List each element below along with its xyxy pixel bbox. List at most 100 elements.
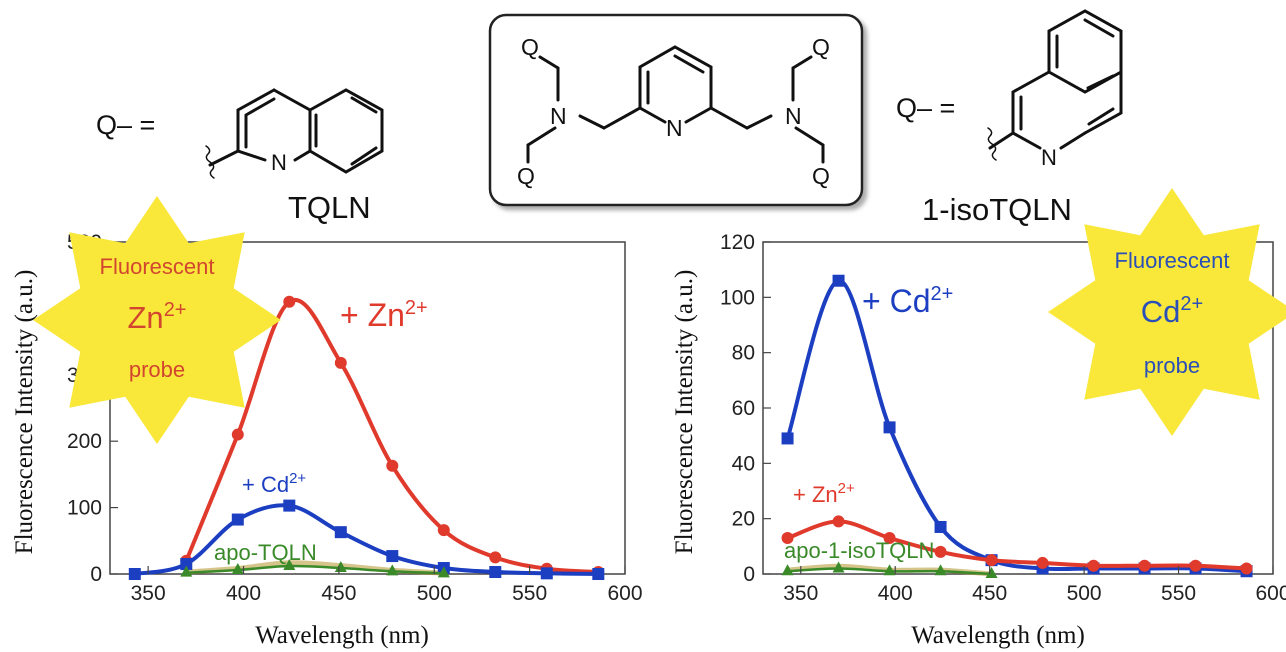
chart-isotqln-xtick-label: 450 <box>972 582 1007 605</box>
chart-tqln-ytick-label: 0 <box>90 563 102 586</box>
chart-isotqln-ytick-label: 60 <box>732 397 755 420</box>
chart-isotqln-annot-cd-charge: 2+ <box>930 283 953 305</box>
chart-tqln-annot-cd-text: + Cd <box>242 472 289 497</box>
cd-probe-star <box>1048 188 1286 436</box>
cd-probe-ion: Cd2+ <box>1141 293 1203 329</box>
left-q-label: Q– = <box>96 110 155 140</box>
chart-isotqln-xtick-label: 550 <box>1161 582 1196 605</box>
ligand-pyridine-n: N <box>666 115 683 141</box>
chart-tqln-annot-apo: apo-TQLN <box>214 540 317 565</box>
ligand-amine-n-left: N <box>550 103 567 129</box>
chart-isotqln-ytick-label: 120 <box>720 231 755 254</box>
chart-isotqln-series-apo-1-isotqln-point <box>883 564 896 576</box>
chart-isotqln-series-apo-1-isotqln-point <box>832 561 845 573</box>
right-ligand-name: 1-isoTQLN <box>922 192 1072 227</box>
chart-tqln-series-apo-tqln-point <box>283 559 296 571</box>
ligand-q-top-right: Q <box>812 34 830 60</box>
chart-tqln-series-cd-point <box>386 550 399 563</box>
chart-tqln-series-cd-line <box>134 503 599 576</box>
chart-tqln-series-cd-point <box>283 499 296 512</box>
chart-tqln-series-apo-tqln-point <box>386 564 399 576</box>
chart-isotqln-series-cd-point <box>934 520 947 533</box>
chart-tqln-series-apo-tqln-point <box>437 566 450 578</box>
quinoline-structure <box>205 88 384 179</box>
right-q-definition: Q– = N 1-isoTQLN <box>896 9 1123 227</box>
zn-probe-line1: Fluorescent <box>100 254 215 279</box>
chart-tqln-ytick-label: 200 <box>67 430 102 453</box>
chart-isotqln-xtick-label: 350 <box>783 582 818 605</box>
chart-isotqln-ytick-label: 0 <box>743 563 755 586</box>
chart-isotqln-xtick-label: 400 <box>878 582 913 605</box>
chart-tqln-xtick-label: 550 <box>512 582 547 605</box>
chart-isotqln-annot-cd-text: + Cd <box>862 283 930 319</box>
chart-isotqln-series-zn-point <box>1036 556 1049 569</box>
chart-isotqln-ytick-label: 100 <box>720 286 755 309</box>
chart-isotqln-series-zn-point <box>832 515 845 528</box>
chart-isotqln-series-zn-point <box>1138 559 1151 572</box>
chart-tqln-series-zn-point <box>386 459 399 472</box>
cd-probe-ion-symbol: Cd <box>1141 294 1181 329</box>
cd-probe-ion-charge: 2+ <box>1180 293 1203 315</box>
isoquinoline-n-label: N <box>1041 145 1057 170</box>
chart-isotqln-series-cd-point <box>832 274 845 287</box>
right-q-label: Q– = <box>896 93 955 123</box>
chart-tqln-annot-cd-charge: 2+ <box>289 470 306 487</box>
chart-tqln-annot-zn-charge: 2+ <box>405 297 428 319</box>
chart-isotqln-annot-cd: + Cd2+ <box>862 283 953 319</box>
chart-tqln-ytick-label: 100 <box>67 497 102 520</box>
chart-isotqln-series-apo-1-isotqln-point <box>781 564 794 576</box>
chart-tqln-ylabel: Fluorescence Intensity (a.u.) <box>11 270 38 555</box>
chart-tqln-series-zn-point <box>437 524 450 537</box>
ligand-amine-n-right: N <box>785 103 802 129</box>
chart-isotqln-series-cd-point <box>781 432 794 445</box>
chart-isotqln-ytick-label: 40 <box>732 452 755 475</box>
central-ligand-box: Q Q Q Q N N N <box>488 13 864 207</box>
chart-isotqln-annot-zn-text: + Zn <box>793 482 838 507</box>
chart-isotqln-series-zn-line <box>786 519 1247 571</box>
cd-probe-line3: probe <box>1144 353 1200 378</box>
chart-tqln-series-apo-tqln-point <box>180 565 193 577</box>
chart-isotqln-series-zn-point <box>1240 562 1253 575</box>
chart-isotqln-xtick-label: 500 <box>1067 582 1102 605</box>
chart-isotqln-annot-apo: apo-1-isoTQLN <box>784 538 934 563</box>
chart-tqln-series-cd-point <box>128 568 141 580</box>
chart-tqln-series-zn-point <box>283 295 296 308</box>
chart-tqln-series-apo-tqln-line <box>186 564 444 575</box>
ligand-q-top-left: Q <box>521 34 539 60</box>
chart-tqln-series-zn-point <box>334 356 347 369</box>
chart-tqln-series-zn-point <box>231 428 244 441</box>
ligand-q-bottom-right: Q <box>812 163 830 189</box>
zn-probe-star <box>33 196 281 444</box>
chart-tqln-series-zn-line <box>184 297 599 574</box>
chart-tqln-series-cd-point <box>334 526 347 539</box>
chart-tqln-series-zn-point <box>489 551 502 564</box>
isoquinoline-structure <box>987 9 1123 161</box>
chart-tqln-xtick-label: 600 <box>607 582 642 605</box>
zn-probe-ion-symbol: Zn <box>128 300 164 335</box>
chart-tqln-xtick-label: 350 <box>131 582 166 605</box>
chart-tqln-series-apo-tqln-point <box>231 563 244 575</box>
zn-probe-line3: probe <box>129 357 185 382</box>
chart-isotqln-series-apo-1-isotqln-point <box>934 564 947 576</box>
chart-tqln-series-cd-point <box>231 513 244 526</box>
quinoline-n-label: N <box>271 150 287 175</box>
cd-probe-badge: Fluorescent Cd2+ probe <box>1048 188 1286 436</box>
left-q-definition: Q– = N TQLN <box>96 88 384 225</box>
zn-probe-ion: Zn2+ <box>128 299 187 335</box>
chart-tqln-xtick-label: 400 <box>226 582 261 605</box>
chart-tqln-annot-cd: + Cd2+ <box>242 470 306 497</box>
chart-tqln-xtick-label: 450 <box>321 582 356 605</box>
ligand-q-bottom-left: Q <box>517 163 535 189</box>
chart-tqln-series-cd-point <box>489 566 502 579</box>
chart-isotqln-series-zn-point <box>883 532 896 545</box>
chart-isotqln-ylabel: Fluorescence Intensity (a.u.) <box>671 270 698 555</box>
chart-isotqln-xlabel: Wavelength (nm) <box>911 622 1085 649</box>
ligand-frame <box>488 13 864 207</box>
chart-isotqln-ytick-label: 20 <box>732 508 755 531</box>
chart-tqln-annot-zn: + Zn2+ <box>340 297 428 333</box>
chart-isotqln-annot-zn: + Zn2+ <box>793 480 855 507</box>
chart-isotqln-series-zn-point <box>1087 559 1100 572</box>
chart-tqln-xlabel: Wavelength (nm) <box>255 622 429 649</box>
chart-tqln-series-cd-point <box>540 567 553 580</box>
